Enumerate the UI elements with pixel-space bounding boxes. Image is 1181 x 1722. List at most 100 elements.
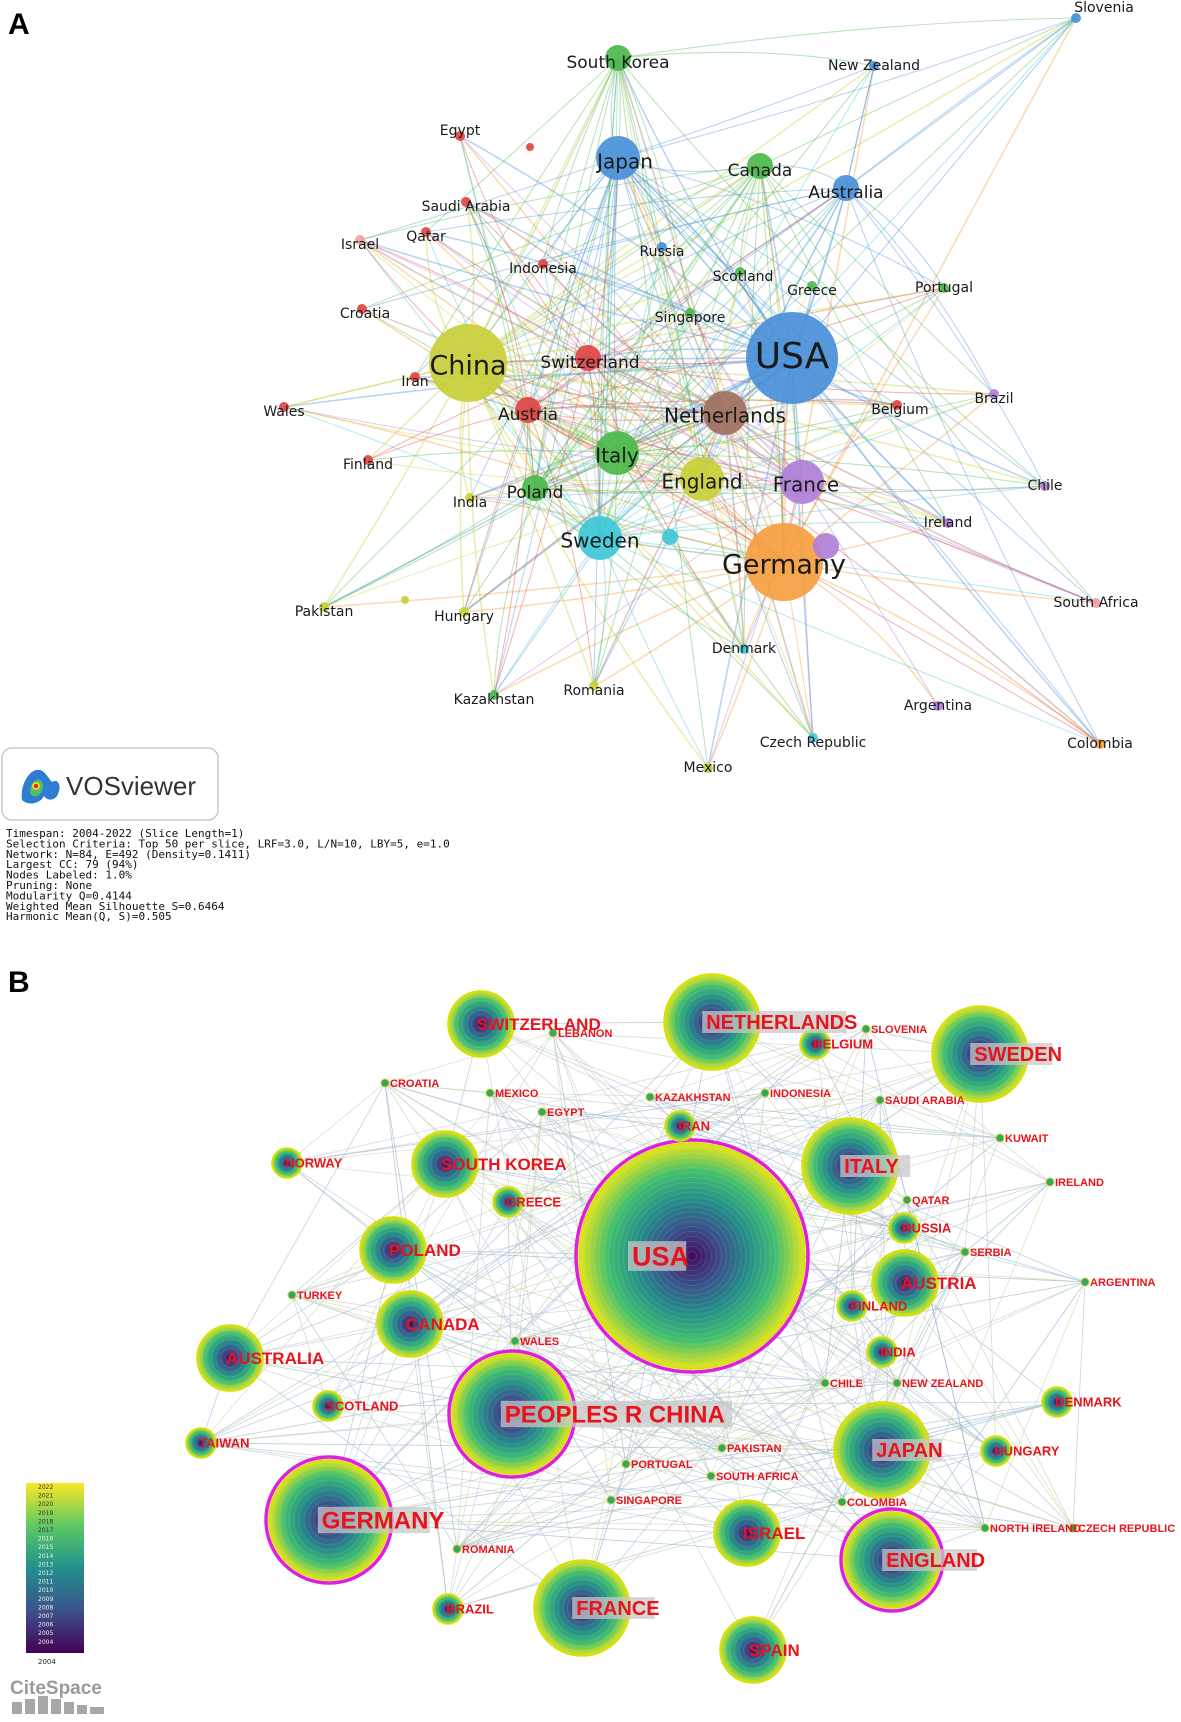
cs-edge xyxy=(881,1181,1051,1353)
legend-year-tick: 2007 xyxy=(38,1613,53,1620)
vos-node-denmark xyxy=(739,644,749,654)
vos-edge xyxy=(616,246,663,454)
cs-node-ireland xyxy=(1045,1177,1055,1187)
vos-edge xyxy=(467,57,619,364)
cs-edge xyxy=(291,1294,329,1407)
cs-label-norway: NORWAY xyxy=(285,1156,342,1171)
vos-label-france: France xyxy=(773,473,840,497)
vos-edge xyxy=(367,409,529,461)
vos-edge xyxy=(801,481,1046,491)
cs-node-spain xyxy=(719,1616,787,1684)
stats-line: Timespan: 2004-2022 (Slice Length=1) xyxy=(6,827,244,840)
vos-edge xyxy=(459,135,601,539)
vos-edge xyxy=(359,239,726,414)
vos-node-belgium xyxy=(892,400,902,410)
vos-label-england: England xyxy=(661,470,742,494)
vos-label-slovenia: Slovenia xyxy=(1074,0,1134,16)
vos-node-germany xyxy=(745,523,823,601)
vos-label-greece: Greece xyxy=(787,283,837,299)
cs-node-hungary xyxy=(980,1435,1012,1467)
cs-edge xyxy=(456,1447,723,1550)
cs-node-canada xyxy=(376,1290,444,1358)
legend-year-tick: 2009 xyxy=(38,1596,53,1603)
vos-node-egypt xyxy=(455,131,465,141)
cs-edge xyxy=(328,1401,1058,1521)
cs-label-bg xyxy=(628,1241,687,1271)
cs-node-slovenia xyxy=(861,1024,871,1034)
cs-label-romania: ROMANIA xyxy=(462,1544,515,1556)
vos-node-netherlands xyxy=(703,391,747,435)
year-color-bar xyxy=(26,1483,84,1653)
vos-label-indonesia: Indonesia xyxy=(509,261,577,277)
legend-year-tick: 2020 xyxy=(38,1501,53,1508)
cs-edge xyxy=(514,1340,893,1561)
vos-edge xyxy=(617,65,875,159)
cs-node-brazil xyxy=(432,1593,464,1625)
legend-year-tick: 2022 xyxy=(38,1484,53,1491)
vos-edge xyxy=(587,357,1101,745)
cs-label-switzerland: SWITZERLAND xyxy=(477,1015,601,1034)
vos-edge xyxy=(323,561,785,608)
cs-edge xyxy=(327,1163,446,1407)
vosviewer-logo: VOSviewer xyxy=(1,747,219,821)
vos-edge xyxy=(599,537,709,769)
cs-edge xyxy=(841,1501,1074,1529)
vos-edge xyxy=(323,165,761,608)
vos-node-england xyxy=(680,457,724,501)
vos-edge xyxy=(599,65,875,539)
vos-edge xyxy=(534,157,619,489)
vos-edge xyxy=(617,157,814,739)
vos-edge xyxy=(759,17,1077,167)
vos-edge xyxy=(283,357,793,408)
vos-edge xyxy=(599,485,1046,539)
cs-node-argentina xyxy=(1080,1277,1090,1287)
cs-label-austria: AUSTRIA xyxy=(901,1274,977,1293)
vos-label-poland: Poland xyxy=(507,483,564,503)
vos-edge xyxy=(527,57,619,411)
cs-label-hungary: HUNGARY xyxy=(994,1444,1060,1459)
vos-edge xyxy=(701,393,995,480)
vos-edge xyxy=(527,157,619,411)
cs-edge xyxy=(1072,1281,1086,1529)
vos-edge xyxy=(469,481,803,499)
vos-node-finland xyxy=(363,455,373,465)
vos-edge xyxy=(701,478,814,739)
vos-node-japan xyxy=(596,136,640,180)
vos-edge xyxy=(534,479,803,489)
vos-edge xyxy=(599,57,619,539)
cs-label-bg xyxy=(702,1011,847,1033)
cs-edge xyxy=(649,1096,1001,1139)
vos-edge xyxy=(467,165,761,364)
cs-label-new-zealand: NEW ZEALAND xyxy=(902,1378,983,1390)
vos-edge xyxy=(599,17,1077,539)
stats-line: Pruning: None xyxy=(6,879,92,892)
vos-edge xyxy=(801,481,1097,604)
vos-edge xyxy=(724,412,745,650)
vos-edge xyxy=(527,287,945,411)
citespace-logo-text: CiteSpace xyxy=(10,1678,102,1699)
cs-edge xyxy=(511,1413,893,1561)
vos-node-iran xyxy=(410,372,420,382)
cs-label-poland: POLAND xyxy=(389,1241,461,1260)
stats-line: Harmonic Mean(Q, S)=0.505 xyxy=(6,910,172,923)
vos-edge xyxy=(587,165,761,359)
vos-edge xyxy=(463,165,761,613)
vos-edge xyxy=(599,187,847,539)
vos-edge xyxy=(759,165,949,524)
vos-edge xyxy=(593,187,847,687)
vos-label-ireland: Ireland xyxy=(924,515,972,531)
vos-edge xyxy=(617,157,785,563)
legend-year-tick: 2015 xyxy=(38,1544,53,1551)
cs-edge xyxy=(679,1028,867,1127)
vos-node-scotland xyxy=(735,267,745,277)
legend-year-tick: 2008 xyxy=(38,1604,53,1611)
cs-label-egypt: EGYPT xyxy=(547,1107,585,1119)
vos-edge xyxy=(783,17,1077,563)
legend-year-tick: 2011 xyxy=(38,1579,53,1586)
cs-edge xyxy=(984,1281,1086,1529)
cs-edge xyxy=(409,1021,713,1325)
vos-edge xyxy=(465,201,793,359)
cs-edge xyxy=(229,1357,898,1384)
vos-edge xyxy=(593,165,761,687)
